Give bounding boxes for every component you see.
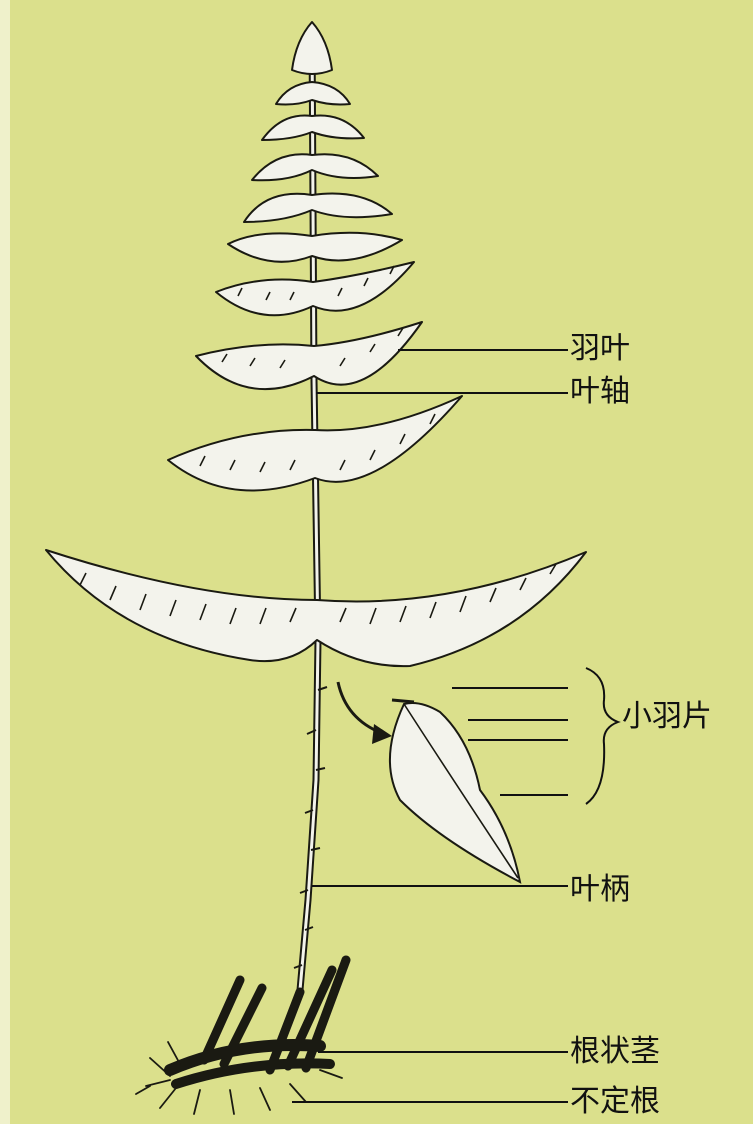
label-pinnule: 小羽片: [622, 699, 712, 735]
label-rhizome: 根状茎: [570, 1034, 660, 1070]
label-rachis: 叶轴: [570, 374, 630, 410]
label-roots: 不定根: [570, 1084, 660, 1120]
label-frond: 羽叶: [570, 331, 630, 367]
label-stipe: 叶柄: [570, 872, 630, 908]
